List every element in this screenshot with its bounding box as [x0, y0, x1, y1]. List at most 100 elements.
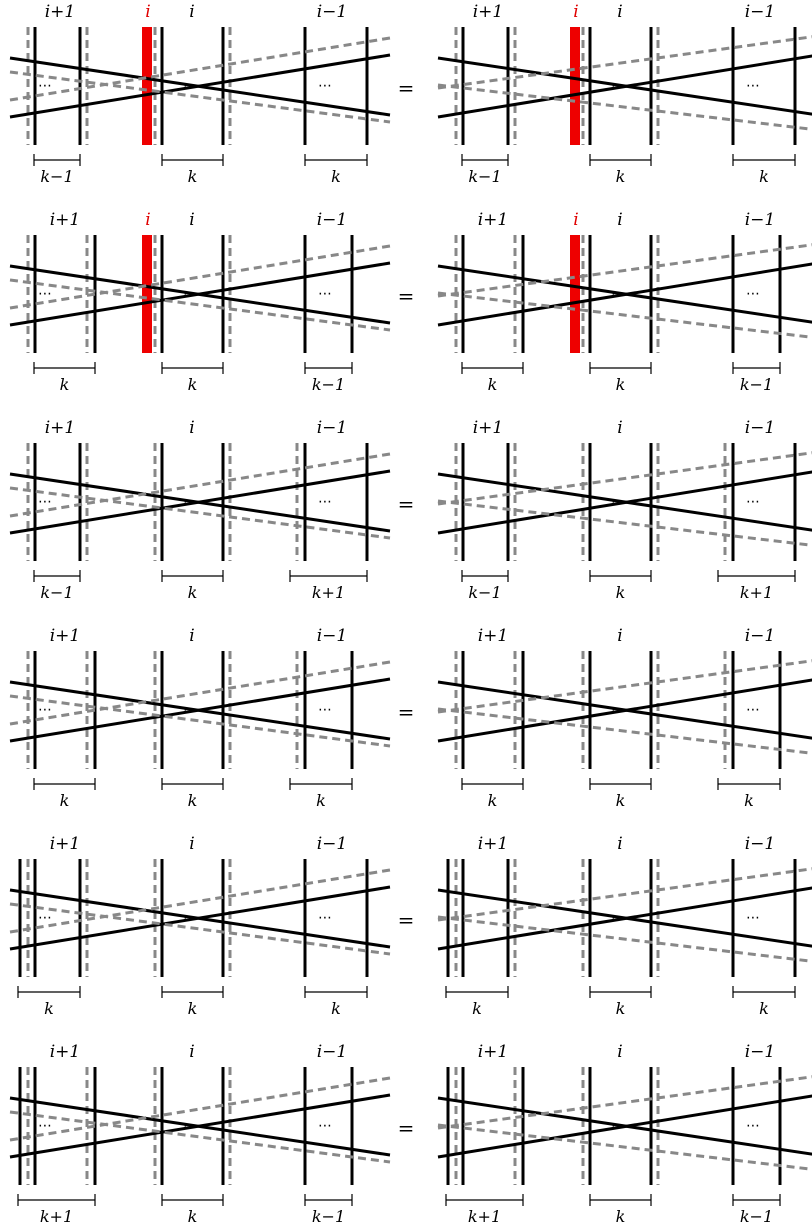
strand-label: i−1	[317, 834, 348, 854]
strand-label: i+1	[50, 834, 81, 854]
crossing-dashed-strand	[437, 35, 812, 90]
strand-label: i	[189, 210, 194, 230]
ellipsis: ⋯	[611, 286, 625, 302]
ellipsis: ⋯	[746, 702, 760, 718]
equals-sign: =	[398, 700, 415, 724]
crossing-dashed-strand	[9, 70, 391, 124]
strand-label: i	[617, 834, 622, 854]
strand-label: i+1	[50, 626, 81, 646]
crossing-dashed-strand	[437, 83, 812, 131]
ellipsis: ⋯	[746, 286, 760, 302]
brace-label: k+1	[312, 583, 345, 602]
strand-label: i−1	[745, 834, 776, 854]
ellipsis: ⋯	[746, 1118, 760, 1134]
crossing-dashed-strand	[437, 291, 812, 339]
highlight-strand	[570, 27, 580, 145]
ellipsis: ⋯	[611, 494, 625, 510]
ellipsis: ⋯	[318, 910, 332, 926]
equals-sign: =	[398, 492, 415, 516]
strand-label: i	[617, 1042, 622, 1062]
ellipsis: ⋯	[183, 1118, 197, 1134]
brace-label: k−1	[312, 1207, 345, 1226]
strand-label: i	[617, 210, 622, 230]
brace-label: k	[759, 999, 769, 1018]
crossing-strand	[437, 678, 812, 743]
strand-label: i+1	[50, 210, 81, 230]
strand-label: i	[573, 2, 578, 22]
ellipsis: ⋯	[611, 702, 625, 718]
strand-label: i−1	[317, 2, 348, 22]
crossing-strand	[9, 885, 391, 951]
crossing-dashed-strand	[437, 451, 812, 506]
strand-label: i	[617, 626, 622, 646]
brace-label: k	[331, 999, 341, 1018]
strand-label: i	[189, 626, 194, 646]
brace-label: k	[44, 999, 54, 1018]
strand-label: i−1	[317, 1042, 348, 1062]
brace-label: k	[316, 791, 326, 810]
ellipsis: ⋯	[318, 1118, 332, 1134]
crossing-strand	[9, 677, 391, 743]
brace-label: k+1	[40, 1207, 73, 1226]
brace-label: k	[616, 999, 626, 1018]
highlight-strand	[142, 235, 152, 353]
strand-label: i−1	[745, 626, 776, 646]
equals-sign: =	[398, 1116, 415, 1140]
strand-label: i+1	[478, 626, 509, 646]
highlight-strand	[142, 27, 152, 145]
crossing-strand	[437, 54, 812, 119]
crossing-dashed-strand	[9, 452, 391, 518]
strand-label: i	[189, 2, 194, 22]
brace-label: k	[188, 583, 198, 602]
crossing-dashed-strand	[437, 499, 812, 547]
ellipsis: ⋯	[38, 1118, 52, 1134]
strand-label: i	[189, 418, 194, 438]
brace-label: k−1	[468, 583, 501, 602]
crossing-dashed-strand	[9, 278, 391, 332]
crossing-dashed-strand	[437, 867, 812, 922]
crossing-dashed-strand	[9, 486, 391, 540]
strand-label: i+1	[45, 418, 76, 438]
ellipsis: ⋯	[183, 78, 197, 94]
crossing-dashed-strand	[9, 902, 391, 956]
ellipsis: ⋯	[38, 286, 52, 302]
brace-label: k−1	[740, 375, 773, 394]
strand-label: i−1	[745, 1042, 776, 1062]
ellipsis: ⋯	[183, 910, 197, 926]
ellipsis: ⋯	[318, 78, 332, 94]
equals-sign: =	[398, 908, 415, 932]
strand-label: i−1	[317, 626, 348, 646]
ellipsis: ⋯	[611, 910, 625, 926]
crossing-dashed-strand	[9, 1076, 391, 1142]
brace-label: k	[616, 583, 626, 602]
brace-label: k	[759, 167, 769, 186]
ellipsis: ⋯	[746, 78, 760, 94]
ellipsis: ⋯	[38, 78, 52, 94]
strand-label: i+1	[478, 1042, 509, 1062]
strand-label: i+1	[473, 418, 504, 438]
brace-label: k	[188, 999, 198, 1018]
brace-label: k	[472, 999, 482, 1018]
brace-label: k	[488, 791, 498, 810]
crossing-strand	[9, 1093, 391, 1159]
crossing-strand	[437, 470, 812, 535]
ellipsis: ⋯	[38, 494, 52, 510]
strand-label: i	[145, 2, 150, 22]
brace-label: k	[616, 791, 626, 810]
strand-label: i−1	[745, 2, 776, 22]
equals-sign: =	[398, 284, 415, 308]
strand-label: i	[189, 834, 194, 854]
crossing-strand	[437, 262, 812, 327]
strand-label: i−1	[317, 418, 348, 438]
strand-label: i	[617, 2, 622, 22]
strand-label: i−1	[745, 210, 776, 230]
crossing-strand	[9, 53, 391, 119]
